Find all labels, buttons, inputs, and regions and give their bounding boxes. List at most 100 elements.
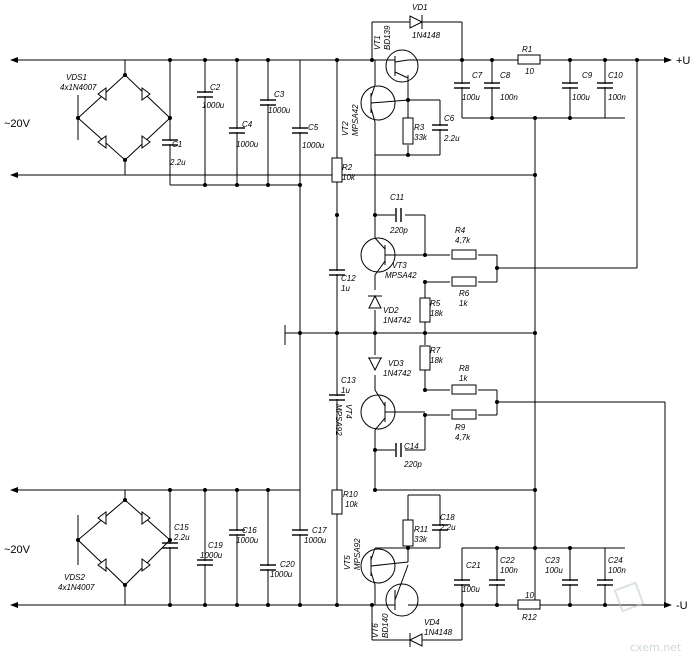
r1-value: 10 <box>525 67 534 76</box>
c1-name: C1 <box>172 140 182 149</box>
vt6-type: BD140 <box>381 613 390 638</box>
c22-value: 100n <box>500 566 518 575</box>
c13-value: 1u <box>341 386 350 395</box>
c8-value: 100n <box>500 93 518 102</box>
vt2-type: MPSA42 <box>351 104 360 136</box>
r12-value: 10 <box>525 591 534 600</box>
c24-name: C24 <box>608 556 623 565</box>
c9-name: C9 <box>582 71 593 80</box>
vd4-name: VD4 <box>424 618 440 627</box>
r9-value: 4,7k <box>455 433 471 442</box>
vd3-name: VD3 <box>388 359 404 368</box>
c17-name: C17 <box>312 526 327 535</box>
vt3-type: MPSA42 <box>385 271 417 280</box>
resistor-bodies <box>331 54 541 610</box>
diode-bridge-top <box>76 73 172 162</box>
r5-value: 18k <box>430 309 444 318</box>
c2-name: C2 <box>210 83 221 92</box>
r9-name: R9 <box>455 423 466 432</box>
r8-value: 1k <box>459 374 468 383</box>
diodes <box>368 15 424 647</box>
c8-name: C8 <box>500 71 511 80</box>
vds2-name: VDS2 <box>64 573 85 582</box>
c23-name: C23 <box>545 556 560 565</box>
c12-name: C12 <box>341 274 356 283</box>
c1-value: 2.2u <box>169 158 186 167</box>
vt4-type: MPSA92 <box>334 404 343 436</box>
r6-value: 1k <box>459 299 468 308</box>
c15-value: 2.2u <box>173 533 190 542</box>
labels: ~20V ~20V +U -U VDS1 4x1N4007 VDS2 4x1N4… <box>4 3 690 638</box>
c20-value: 1000u <box>270 570 293 579</box>
junction-dots <box>168 58 639 607</box>
c11-value: 220p <box>389 226 408 235</box>
cxem-logo-icon <box>613 581 645 613</box>
vt5-name: VT5 <box>343 555 352 570</box>
c4-value: 1000u <box>236 140 259 149</box>
r7-name: R7 <box>430 346 441 355</box>
c2-value: 1000u <box>202 101 225 110</box>
c5-name: C5 <box>308 123 319 132</box>
r10-value: 10k <box>345 500 359 509</box>
r11-value: 33k <box>414 535 428 544</box>
c19-value: 1000u <box>200 551 223 560</box>
r8-name: R8 <box>459 364 470 373</box>
c3-value: 1000u <box>268 106 291 115</box>
supply-top-label: ~20V <box>4 118 31 130</box>
vt2-name: VT2 <box>341 121 350 136</box>
output-negative-label: -U <box>676 600 688 612</box>
vd3-type: 1N4742 <box>383 369 412 378</box>
c14-name: C14 <box>404 442 419 451</box>
c19-name: C19 <box>208 541 223 550</box>
output-positive-label: +U <box>676 55 690 67</box>
wires <box>14 21 666 641</box>
capacitor-plates <box>162 82 613 586</box>
c10-name: C10 <box>608 71 623 80</box>
c21-value: 100u <box>462 585 480 594</box>
c7-name: C7 <box>472 71 483 80</box>
c21-name: C21 <box>466 561 481 570</box>
vd1-name: VD1 <box>412 3 428 12</box>
vt1-type: BD139 <box>383 25 392 50</box>
c22-name: C22 <box>500 556 515 565</box>
c5-value: 1000u <box>302 141 325 150</box>
r10-name: R10 <box>343 490 358 499</box>
vt3-name: VT3 <box>392 261 407 270</box>
vds1-type: 4x1N4007 <box>60 83 97 92</box>
vd4-type: 1N4148 <box>424 628 453 637</box>
vds2-type: 4x1N4007 <box>58 583 95 592</box>
vt6-name: VT6 <box>371 623 380 638</box>
c12-value: 1u <box>341 284 350 293</box>
c17-value: 1000u <box>304 536 327 545</box>
c6-value: 2.2u <box>443 134 460 143</box>
c20-name: C20 <box>280 560 295 569</box>
vds1-name: VDS1 <box>66 73 87 82</box>
supply-bottom-label: ~20V <box>4 544 31 556</box>
c24-value: 100n <box>608 566 626 575</box>
c16-value: 1000u <box>236 536 259 545</box>
r12-name: R12 <box>522 613 537 622</box>
r5-name: R5 <box>430 299 441 308</box>
r7-value: 18k <box>430 356 444 365</box>
diode-bridge-bottom <box>76 498 172 587</box>
vt1-name: VT1 <box>373 35 382 50</box>
c16-name: C16 <box>242 526 257 535</box>
terminal-arrows <box>10 57 672 608</box>
r4-name: R4 <box>455 226 466 235</box>
r2-name: R2 <box>342 163 353 172</box>
c3-name: C3 <box>274 90 285 99</box>
c10-value: 100n <box>608 93 626 102</box>
r1-name: R1 <box>522 45 532 54</box>
r2-value: 10k <box>342 173 356 182</box>
c11-name: C11 <box>390 193 404 202</box>
c9-value: 100u <box>572 93 590 102</box>
transistors <box>360 49 425 617</box>
c7-value: 100u <box>462 93 480 102</box>
r6-name: R6 <box>459 289 470 298</box>
c23-value: 100u <box>545 566 563 575</box>
c13-name: C13 <box>341 376 356 385</box>
c15-name: C15 <box>174 523 189 532</box>
vt5-type: MPSA92 <box>353 538 362 570</box>
watermark-text: cxem.net <box>630 641 682 654</box>
